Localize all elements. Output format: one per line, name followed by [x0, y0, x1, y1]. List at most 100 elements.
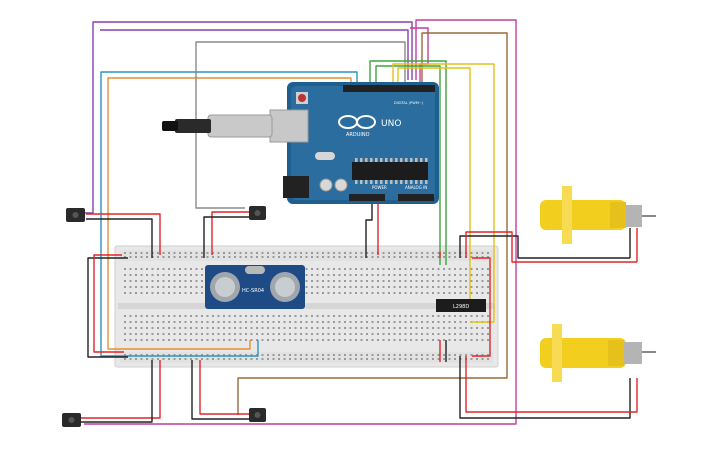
breadboard-hole — [146, 292, 148, 294]
breadboard-hole — [151, 321, 154, 323]
breadboard-hole — [366, 321, 368, 323]
breadboard-hole — [184, 256, 187, 258]
breadboard-hole — [162, 280, 165, 282]
breadboard-hole — [382, 321, 385, 323]
breadboard-hole — [338, 256, 341, 258]
breadboard-hole — [140, 280, 143, 282]
breadboard-hole — [168, 354, 170, 356]
breadboard-hole — [333, 268, 335, 270]
wire-black-ir3 — [80, 360, 153, 423]
breadboard-hole — [344, 358, 346, 360]
breadboard-hole — [239, 339, 242, 341]
breadboard-hole — [476, 315, 478, 317]
breadboard-hole — [382, 333, 385, 335]
breadboard-hole — [344, 256, 346, 258]
breadboard-hole — [300, 354, 302, 356]
breadboard-hole — [426, 280, 429, 282]
breadboard-hole — [162, 252, 165, 254]
breadboard-hole — [316, 333, 319, 335]
breadboard-hole — [371, 280, 374, 282]
breadboard-hole — [421, 339, 423, 341]
breadboard-hole — [283, 256, 286, 258]
breadboard-hole — [195, 339, 198, 341]
breadboard-hole — [487, 268, 489, 270]
breadboard-hole — [333, 354, 335, 356]
breadboard-hole — [311, 252, 313, 254]
breadboard-hole — [146, 280, 148, 282]
breadboard-hole — [476, 333, 478, 335]
breadboard-hole — [272, 321, 275, 323]
chip-pin — [355, 158, 358, 162]
breadboard-hole — [459, 321, 462, 323]
breadboard-hole — [283, 354, 286, 356]
breadboard-hole — [371, 315, 374, 317]
breadboard-hole — [201, 292, 203, 294]
breadboard-hole — [344, 339, 346, 341]
wire-gray — [195, 41, 406, 209]
breadboard-hole — [437, 252, 440, 254]
breadboard-hole — [377, 333, 379, 335]
breadboard-hole — [470, 256, 473, 258]
breadboard-hole — [162, 286, 165, 288]
breadboard-hole — [283, 321, 286, 323]
chip-pin — [375, 180, 378, 184]
breadboard-hole — [289, 339, 291, 341]
breadboard-hole — [415, 286, 418, 288]
breadboard-hole — [223, 327, 225, 329]
breadboard-hole — [476, 358, 478, 360]
breadboard-hole — [415, 274, 418, 276]
breadboard-hole — [195, 268, 198, 270]
breadboard-hole — [476, 292, 478, 294]
breadboard-hole — [443, 252, 445, 254]
breadboard-hole — [355, 286, 357, 288]
breadboard-hole — [283, 358, 286, 360]
breadboard-hole — [212, 252, 214, 254]
breadboard-hole — [272, 252, 275, 254]
breadboard-hole — [162, 321, 165, 323]
breadboard-hole — [305, 280, 308, 282]
breadboard-hole — [487, 315, 489, 317]
breadboard-hole — [322, 321, 324, 323]
breadboard-hole — [173, 274, 176, 276]
breadboard-hole — [344, 286, 346, 288]
breadboard-hole — [448, 280, 451, 282]
breadboard-hole — [349, 292, 352, 294]
breadboard-hole — [173, 354, 176, 356]
breadboard-hole — [481, 268, 484, 270]
breadboard-hole — [289, 354, 291, 356]
breadboard-hole — [228, 333, 231, 335]
breadboard-hole — [421, 358, 423, 360]
breadboard-hole — [410, 256, 412, 258]
breadboard-hole — [470, 339, 473, 341]
breadboard-hole — [333, 252, 335, 254]
breadboard-hole — [454, 354, 456, 356]
breadboard-hole — [179, 339, 181, 341]
dc-motor-1 — [540, 186, 656, 262]
breadboard-hole — [327, 286, 330, 288]
breadboard-hole — [481, 327, 484, 329]
breadboard-hole — [487, 256, 489, 258]
breadboard-hole — [415, 280, 418, 282]
arduino-analog-label: ANALOG IN — [405, 185, 427, 190]
chip-pin — [425, 180, 428, 184]
breadboard-hole — [399, 252, 401, 254]
breadboard-hole — [135, 274, 137, 276]
breadboard-hole — [278, 256, 280, 258]
breadboard-hole — [223, 358, 225, 360]
wire-red-ir4 — [199, 360, 250, 415]
breadboard-hole — [382, 286, 385, 288]
breadboard-hole — [454, 256, 456, 258]
ultrasonic-sensor: HC-SR04 — [205, 265, 305, 309]
breadboard-hole — [388, 339, 390, 341]
ir-sensor-1 — [66, 208, 85, 222]
breadboard-hole — [157, 268, 159, 270]
breadboard-hole — [459, 354, 462, 356]
breadboard-hole — [305, 339, 308, 341]
breadboard-hole — [437, 358, 440, 360]
breadboard-hole — [294, 327, 297, 329]
breadboard-hole — [173, 286, 176, 288]
breadboard-hole — [338, 315, 341, 317]
breadboard-hole — [168, 268, 170, 270]
breadboard-hole — [448, 358, 451, 360]
chip-pin — [390, 158, 393, 162]
